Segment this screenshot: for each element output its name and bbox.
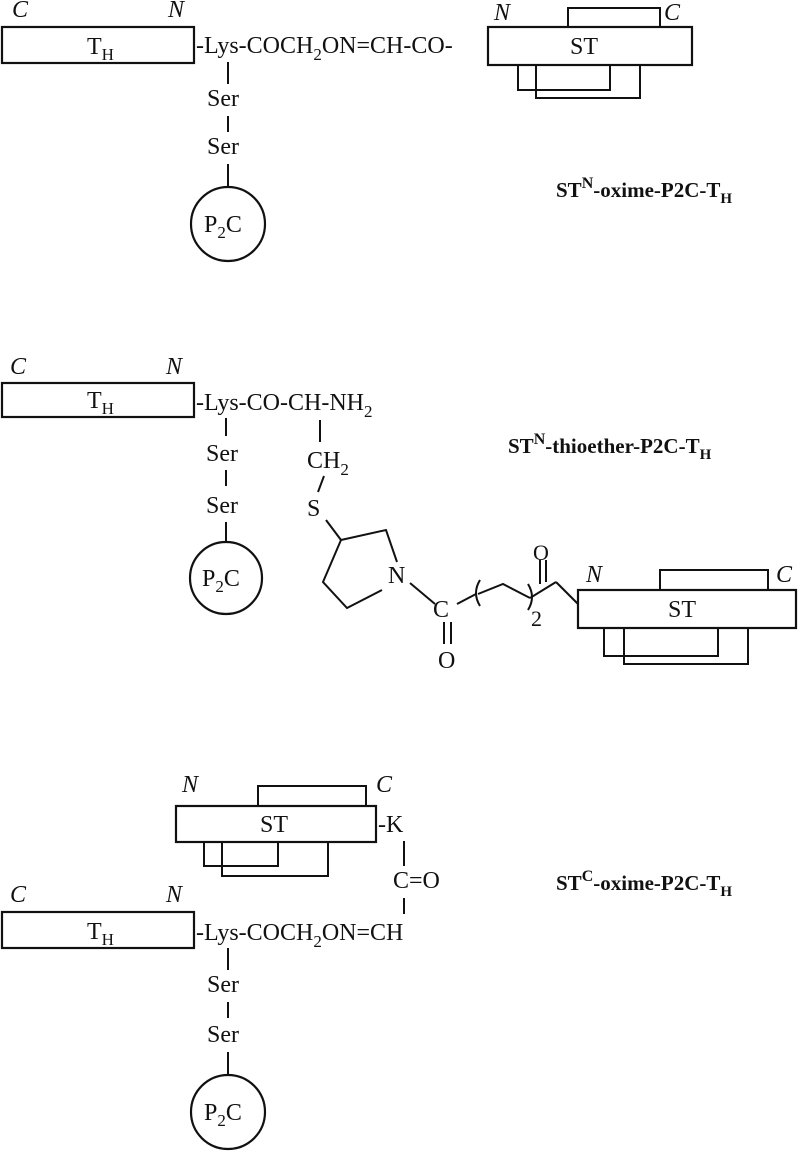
ser-residue-2: Ser (207, 1022, 239, 1048)
ser-residue-1: Ser (206, 441, 238, 467)
th-n-terminus-label: N (167, 0, 186, 23)
disulfide-bridge-bottom-1 (517, 65, 611, 91)
chain-zigzag (477, 582, 531, 599)
p2c-circle (188, 540, 264, 616)
th-box (0, 910, 196, 950)
bond-carbonyl-st (555, 581, 579, 605)
th-box-label: TH (87, 919, 114, 949)
p2c-label: P2C (204, 212, 242, 242)
ser-residue-2: Ser (206, 493, 238, 519)
panel-1: C N TH -Lys-COCH2ON=CH-CO- N C ST Ser Se… (0, 0, 732, 263)
oxime-linker: -Lys-COCH2ON=CH (196, 920, 403, 951)
th-box-label: TH (87, 34, 114, 64)
amide-oxygen: O (533, 540, 549, 565)
st-box (576, 588, 798, 630)
st-n-terminus-label: N (585, 562, 604, 588)
bond-c-chain (456, 593, 477, 605)
th-n-terminus-label: N (165, 354, 184, 380)
bond-n-carbonyl (409, 582, 436, 605)
lysine-k: -K (378, 812, 404, 838)
p2c-label: P2C (204, 1100, 242, 1130)
disulfide-bridge-bottom-1 (203, 842, 279, 867)
st-n-terminus-label: N (181, 772, 200, 798)
ser-residue-1: Ser (207, 972, 239, 998)
ring-bond-left (321, 539, 383, 610)
st-n-terminus-label: N (493, 0, 512, 26)
st-box (174, 804, 378, 844)
thioether-linker: -Lys-CO-CH-NH2 (196, 390, 373, 421)
p2c-circle (189, 185, 267, 263)
panel-1-caption: STN-oxime-P2C-TH (556, 175, 732, 207)
disulfide-bridge-bottom-2 (221, 842, 329, 877)
panel-3-caption: STC-oxime-P2C-TH (556, 868, 732, 900)
carbonyl-carbon: C (433, 597, 449, 623)
oxime-linker: -Lys-COCH2ON=CH-CO- (196, 33, 453, 64)
p2c-label: P2C (202, 566, 240, 596)
th-n-terminus-label: N (165, 882, 184, 908)
disulfide-bridge-bottom-2 (623, 628, 749, 665)
th-c-terminus-label: C (10, 882, 27, 908)
th-box-label: TH (87, 388, 114, 418)
carbonyl-group: C=O (393, 868, 440, 894)
ser-residue-1: Ser (207, 86, 239, 112)
st-box-label: ST (260, 812, 288, 838)
st-box (486, 25, 694, 67)
st-c-terminus-label: C (376, 772, 393, 798)
st-box-label: ST (570, 34, 598, 60)
ring-bond-top (340, 528, 398, 563)
panel-2: C N TH -Lys-CO-CH-NH2 CH2 S N C O 2 O N … (0, 354, 798, 674)
bond-ch2-s (317, 475, 325, 493)
st-c-terminus-label: C (776, 562, 793, 588)
th-c-terminus-label: C (12, 0, 29, 23)
ring-nitrogen: N (388, 563, 405, 589)
th-box (0, 25, 196, 65)
bond-s-ring (325, 519, 342, 541)
chain-repeat-count: 2 (531, 606, 542, 631)
disulfide-bridge-top (659, 569, 769, 590)
disulfide-bridge-bottom-2 (535, 65, 641, 99)
bond-chain-carbonyl (529, 581, 557, 599)
disulfide-bridge-top (567, 7, 661, 27)
th-box (0, 381, 196, 419)
disulfide-bridge-top (257, 785, 367, 806)
th-c-terminus-label: C (10, 354, 27, 380)
ser-residue-2: Ser (207, 134, 239, 160)
disulfide-bridge-bottom-1 (603, 628, 719, 657)
st-c-terminus-label: C (664, 0, 681, 26)
ch2-group: CH2 (307, 448, 349, 479)
carbonyl-oxygen: O (438, 648, 455, 674)
st-box-label: ST (668, 597, 696, 623)
chain-bracket-left (475, 579, 481, 607)
sulfur-atom: S (307, 496, 320, 522)
p2c-circle (189, 1073, 267, 1151)
panel-3: N C ST -K C=O C N TH -Lys-COCH2ON=CH Ser… (0, 772, 732, 1151)
panel-2-caption: STN-thioether-P2C-TH (508, 431, 712, 463)
